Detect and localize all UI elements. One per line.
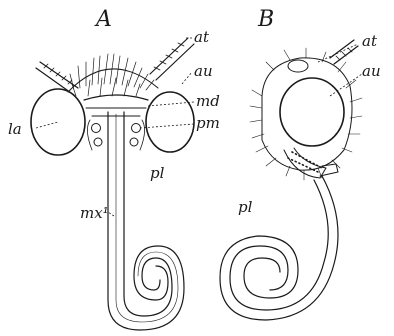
label-b-antenna: at (362, 32, 378, 50)
panel-a-letter: A (94, 7, 112, 32)
panel-a-right-antenna (150, 38, 194, 80)
panel-b-leader-at (318, 44, 358, 62)
label-a-mandible: md (196, 92, 220, 110)
panel-a-left-antenna (36, 62, 78, 95)
label-a-proboscis: pl (150, 164, 165, 182)
panel-b-head-side-view: B at au pl (220, 7, 381, 320)
panel-a-leader-md (148, 102, 194, 106)
panel-b-antenna (288, 40, 358, 72)
panel-b-compound-eye (280, 78, 344, 146)
panel-a-leader-au (182, 72, 192, 84)
panel-a-left-palp (87, 120, 102, 150)
panel-a-right-palp (130, 120, 145, 150)
panel-a-proboscis (108, 112, 184, 330)
panel-b-letter: B (257, 7, 274, 32)
panel-a-head-front-view: A at au md pm la pl mx¹ (8, 7, 220, 330)
label-a-antenna: at (194, 28, 210, 46)
label-b-proboscis: pl (238, 198, 253, 216)
label-a-maxilla: mx¹ (80, 204, 109, 222)
panel-a-leader-pm (140, 124, 194, 128)
label-a-eye: au (194, 62, 213, 80)
label-a-palp: pm (196, 114, 220, 132)
panel-a-mandible-region (84, 95, 148, 116)
panel-a-left-compound-eye (31, 89, 85, 155)
panel-a-leader-mx (108, 212, 114, 216)
panel-a-leader-la (36, 122, 58, 128)
label-a-labium: la (8, 120, 22, 138)
label-b-eye: au (362, 62, 381, 80)
panel-a-hair-tuft (68, 54, 158, 96)
panel-a-right-compound-eye (146, 92, 194, 152)
